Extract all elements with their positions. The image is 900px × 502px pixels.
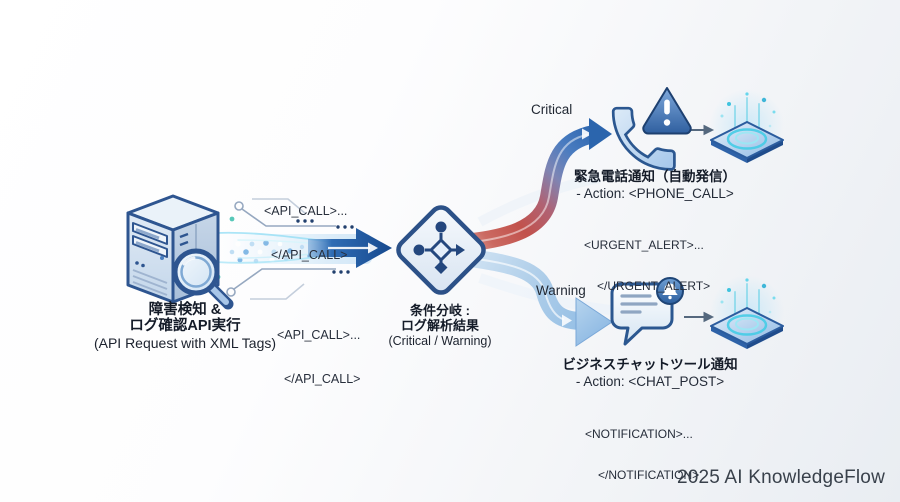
chip-icon-critical	[710, 89, 784, 163]
api-call-bottom-line2: </API_CALL>	[284, 371, 361, 386]
connector-arrow-warning	[684, 311, 715, 323]
phone-icon	[611, 106, 676, 171]
main-flow-arrow	[308, 228, 392, 268]
chip-icon-warning	[710, 275, 784, 349]
warning-title: ビジネスチャットツール通知	[562, 357, 738, 372]
warning-action: - Action: <CHAT_POST>	[575, 374, 725, 389]
decision-title-line1: 条件分岐 :	[410, 303, 470, 318]
warning-code-line2: </NOTIFICATION>	[598, 467, 700, 482]
api-call-top-line2: </API_CALL>	[271, 247, 348, 262]
critical-code-line1: <URGENT_ALERT>...	[584, 238, 704, 252]
footer-credit: 2025 AI KnowledgeFlow	[676, 467, 885, 488]
source-title-line1: 障害検知 &	[148, 302, 222, 318]
api-call-annotation-bottom: <API_CALL>... </API_CALL>	[277, 299, 360, 415]
warning-node-label: ビジネスチャットツール通知 - Action: <CHAT_POST>	[540, 356, 760, 390]
decision-title-line2: ログ解析結果	[400, 317, 479, 333]
api-call-bottom-line1: <API_CALL>...	[277, 328, 361, 342]
decision-diamond-icon	[396, 205, 486, 295]
critical-code-line2: </URGENT_ALERT>	[597, 278, 711, 293]
api-call-top-line1: <API_CALL>...	[264, 204, 348, 218]
magnifier-icon	[172, 248, 234, 310]
critical-title: 緊急電話通知（自動発信）	[574, 169, 736, 184]
warning-branch-label: Warning	[536, 283, 586, 298]
source-title-line2: ログ確認API実行	[129, 318, 241, 334]
critical-action: - Action: <PHONE_CALL>	[576, 186, 734, 201]
decision-subtitle: (Critical / Warning)	[388, 334, 492, 348]
critical-code-block: <URGENT_ALERT>... </URGENT_ALERT>	[584, 212, 710, 320]
critical-flow-curve	[464, 118, 612, 252]
source-subtitle: (API Request with XML Tags)	[93, 335, 277, 351]
chat-bubble-icon	[610, 277, 684, 346]
warning-code-block: <NOTIFICATION>... </NOTIFICATION> ...	[585, 401, 699, 502]
decision-node-label: 条件分岐 : ログ解析結果 (Critical / Warning)	[350, 303, 530, 349]
critical-node-label: 緊急電話通知（自動発信） - Action: <PHONE_CALL>	[545, 168, 765, 202]
warning-flow-curve	[463, 248, 613, 347]
warning-triangle-icon	[642, 87, 692, 135]
server-magnifier-icon	[126, 194, 234, 310]
warning-code-line1: <NOTIFICATION>...	[585, 427, 693, 441]
api-call-annotation-top: <API_CALL>... </API_CALL>	[264, 175, 347, 291]
source-node-label: 障害検知 & ログ確認API実行 (API Request with XML T…	[65, 302, 305, 352]
critical-branch-label: Critical	[531, 102, 573, 117]
bell-badge-icon	[656, 277, 684, 305]
